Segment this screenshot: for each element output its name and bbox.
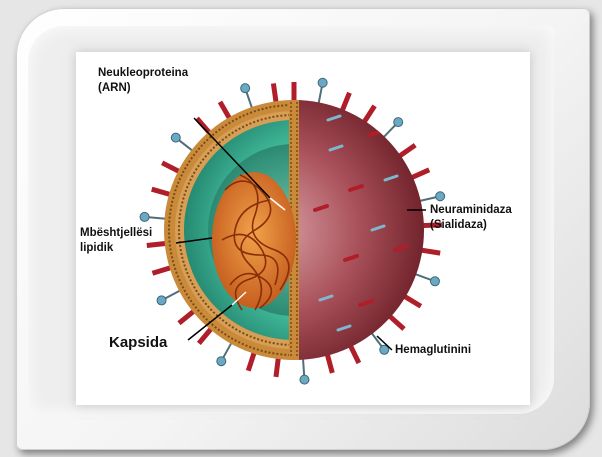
label-neuraminidase-line2: (Sialidaza) bbox=[430, 218, 512, 233]
neuraminidase-head bbox=[217, 357, 226, 366]
neuraminidase-head bbox=[157, 296, 166, 305]
neuraminidase-head bbox=[300, 375, 309, 384]
neuraminidase-head bbox=[140, 212, 149, 221]
label-lipid-envelope: Mbështjellësi lipidik bbox=[80, 226, 152, 256]
neuraminidase-head bbox=[318, 78, 327, 87]
label-lipid-envelope-line1: Mbështjellësi bbox=[80, 226, 152, 241]
label-capsid: Kapsida bbox=[109, 334, 167, 352]
neuraminidase-head bbox=[241, 84, 250, 93]
label-nucleoprotein-line2: (ARN) bbox=[98, 81, 188, 96]
neuraminidase-head bbox=[171, 133, 180, 142]
label-neuraminidase-line1: Neuraminidaza bbox=[430, 203, 512, 218]
neuraminidase-head bbox=[394, 118, 403, 127]
label-lipid-envelope-line2: lipidik bbox=[80, 241, 152, 256]
neuraminidase-head bbox=[436, 192, 445, 201]
label-neuraminidase: Neuraminidaza (Sialidaza) bbox=[430, 203, 512, 233]
label-nucleoprotein: Neukleoproteina (ARN) bbox=[98, 66, 188, 96]
neuraminidase-head bbox=[430, 277, 439, 286]
label-nucleoprotein-line1: Neukleoproteina bbox=[98, 66, 188, 81]
label-hemagglutinin: Hemaglutinini bbox=[395, 343, 471, 358]
